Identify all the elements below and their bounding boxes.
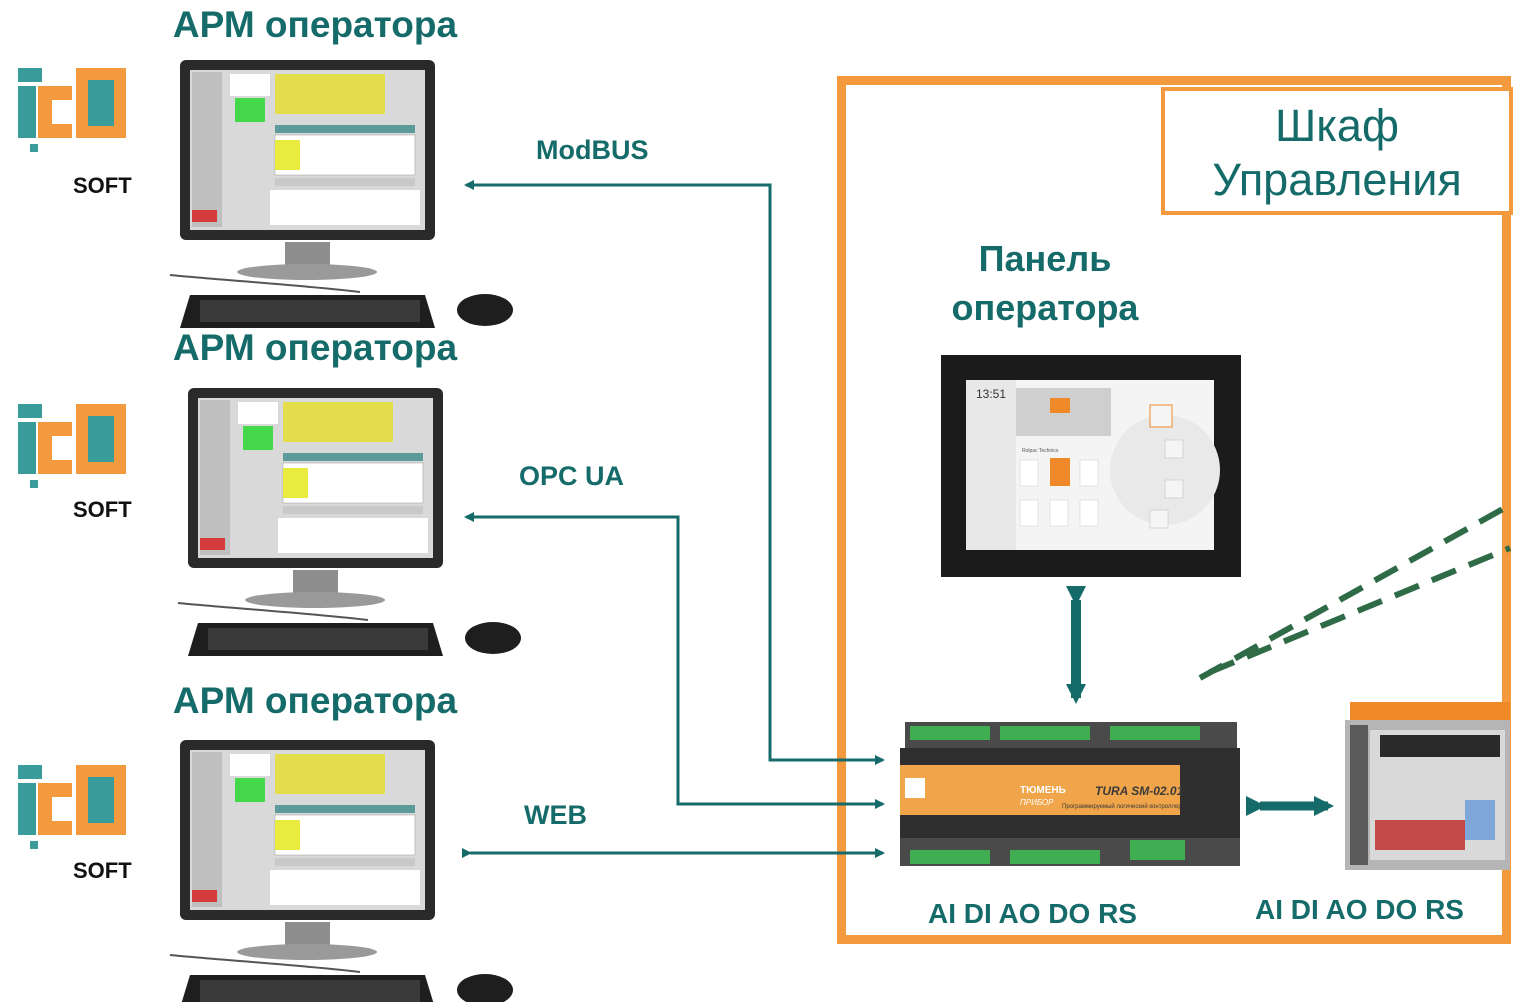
io-module [1345,702,1510,870]
plc-controller: ТЮМЕНЬ ПРИБОР TURA SM-02.01 Программируе… [900,722,1240,866]
plc-model: TURA SM-02.01 [1095,784,1184,798]
workstation-title-3: АРМ оператора [172,680,458,721]
workstation-title-1: АРМ оператора [172,4,458,45]
opcua-label: OPC UA [519,461,625,491]
logo-soft-text-3: SOFT [73,858,132,883]
panel-clock: 13:51 [976,387,1006,401]
control-cabinet-frame [837,76,1511,944]
cabinet-title-line1: Шкаф [1275,100,1399,151]
modbus-connector [464,180,883,762]
plc-brand-line2: ПРИБОР [1020,798,1054,807]
iso-soft-logo-3: SOFT [18,765,132,883]
workstation-computer-2 [177,387,522,657]
workstation-computer-3 [169,739,514,1002]
operator-panel: 13:51 Rolpac Technics [941,355,1241,577]
iso-soft-logo-1: SOFT [18,68,132,198]
panel-title-line2: оператора [951,287,1139,328]
logo-soft-text-2: SOFT [73,497,132,522]
dashed-link-1 [1198,502,1512,681]
cabinet-title-line2: Управления [1212,154,1462,205]
panel-brand: Rolpac Technics [1022,448,1059,454]
plc-brand-line1: ТЮМЕНЬ [1020,785,1066,796]
workstation-computer-1 [169,59,514,329]
cabinet-label: Шкаф Управления [1161,87,1513,215]
workstation-title-2: АРМ оператора [172,327,458,368]
plc-io-label: AI DI AO DO RS [928,898,1137,929]
logo-soft-text-1: SOFT [73,173,132,198]
plc-subtitle: Программируемый логический контроллер [1062,803,1182,810]
module-io-label: AI DI AO DO RS [1255,894,1464,925]
modbus-label: ModBUS [536,135,649,165]
iso-soft-logo-2: SOFT [18,404,132,522]
panel-title-line1: Панель [978,238,1112,279]
dashed-link-2 [1208,545,1512,675]
web-label: WEB [524,800,587,830]
